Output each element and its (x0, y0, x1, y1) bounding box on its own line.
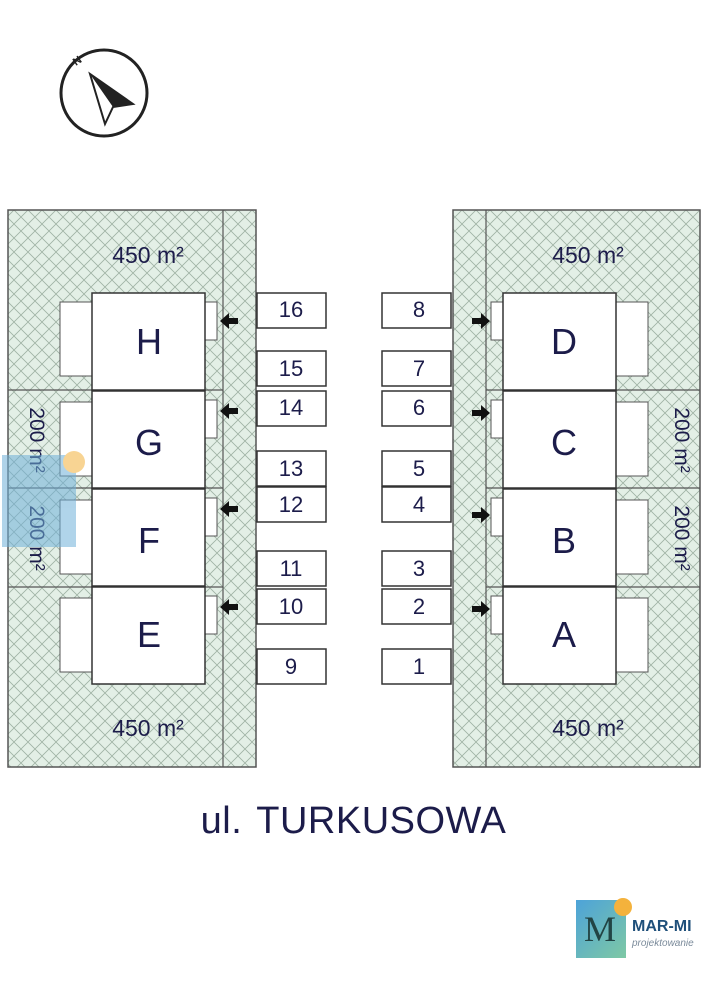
street-title: TURKUSOWA (256, 800, 507, 842)
area-label: 200 m² (670, 505, 693, 570)
parking-label: 10 (279, 594, 303, 619)
house-label: C (551, 422, 577, 463)
logo-mark: M (584, 909, 617, 949)
house-label: G (135, 422, 163, 463)
parking-label: 2 (413, 594, 425, 619)
house-label: B (552, 520, 576, 561)
arrow-left-icon (220, 313, 238, 329)
right-houses: D C B A (502, 292, 617, 685)
parking-label: 9 (285, 654, 297, 679)
compass: N (59, 48, 149, 138)
logo-tile: M (576, 900, 626, 958)
arrow-left-icon (220, 599, 238, 615)
street-prefix: ul. (200, 800, 243, 842)
left-parking: 16 15 14 13 12 11 10 9 (256, 292, 327, 685)
entry-arrows (220, 313, 490, 617)
house-label: F (138, 520, 160, 561)
parking-label: 16 (279, 297, 303, 322)
house-label: D (551, 321, 577, 362)
arrow-right-icon (472, 601, 490, 617)
company-logo: M MAR-MI projektowanie (576, 898, 696, 962)
house-label: E (137, 614, 161, 655)
arrow-left-icon (220, 501, 238, 517)
arrow-left-icon (220, 403, 238, 419)
house-label: A (552, 614, 576, 655)
parking-label: 3 (413, 556, 425, 581)
parking-label: 13 (279, 456, 303, 481)
parking-label: 12 (279, 492, 303, 517)
arrow-right-icon (472, 405, 490, 421)
logo-tagline: projektowanie (632, 938, 694, 949)
area-label: 450 m² (112, 242, 184, 268)
area-label: 200 m² (670, 407, 693, 472)
left-houses: H G F E (91, 292, 206, 685)
area-label: 450 m² (112, 715, 184, 741)
watermark-badge (2, 451, 85, 547)
parking-label: 11 (280, 556, 303, 581)
parking-label: 4 (413, 492, 425, 517)
parking-label: 1 (413, 654, 425, 679)
arrow-right-icon (472, 313, 490, 329)
parking-label: 6 (413, 395, 425, 420)
parking-label: 8 (413, 297, 425, 322)
medal-icon (614, 898, 632, 916)
area-label: 450 m² (552, 715, 624, 741)
parking-label: 14 (279, 395, 303, 420)
logo-name: MAR-MI (632, 918, 692, 935)
parking-label: 15 (279, 356, 303, 381)
arrow-right-icon (472, 507, 490, 523)
parking-label: 7 (413, 356, 425, 381)
house-label: H (136, 321, 162, 362)
right-parking: 8 7 6 5 4 3 2 1 (381, 292, 452, 685)
area-label: 450 m² (552, 242, 624, 268)
street-name: ul. TURKUSOWA (0, 800, 707, 843)
parking-label: 5 (413, 456, 425, 481)
